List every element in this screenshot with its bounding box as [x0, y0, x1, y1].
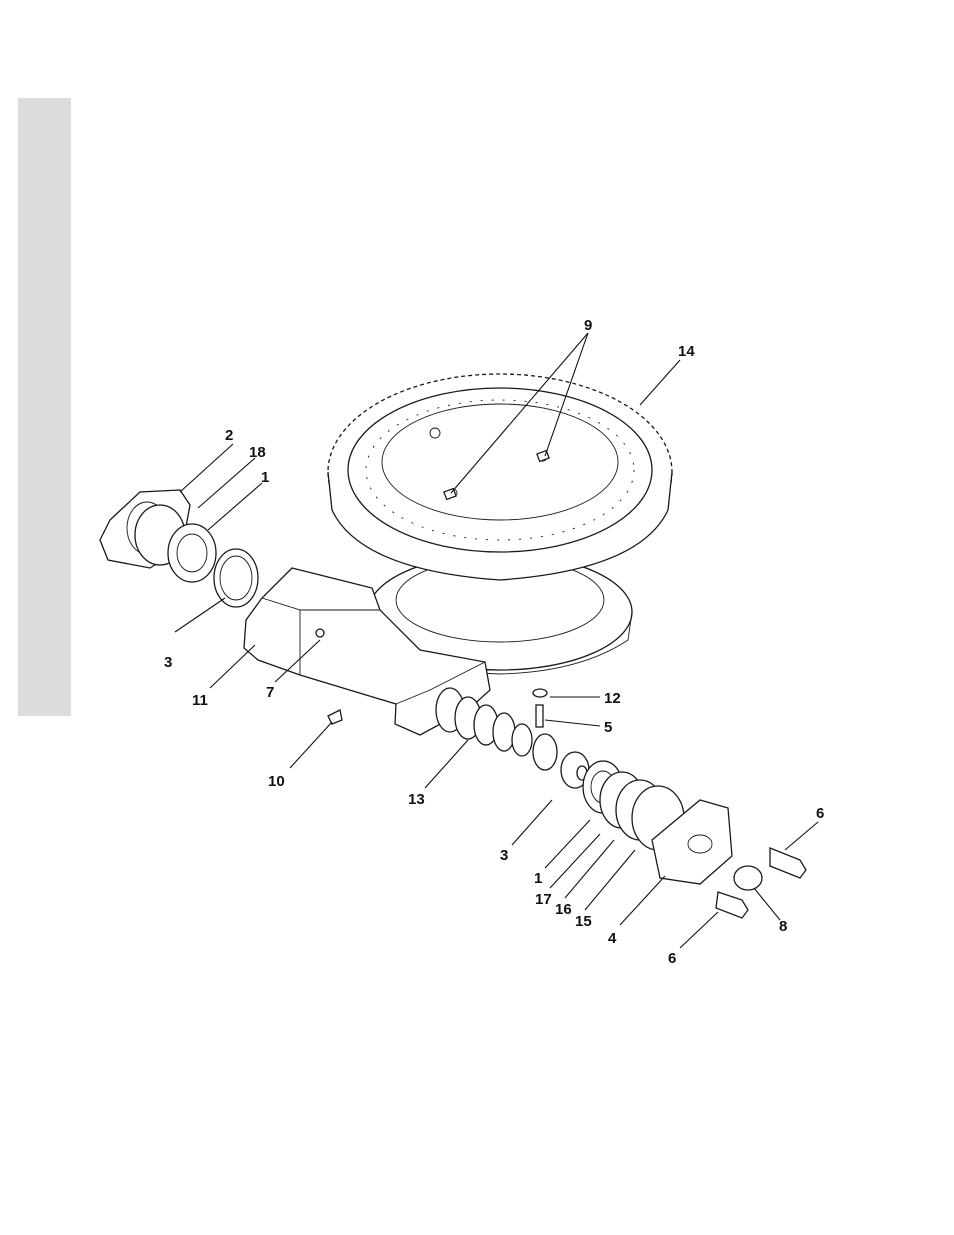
callout-13: 13: [408, 791, 425, 808]
callout-6-top: 6: [816, 805, 824, 822]
callout-8: 8: [779, 918, 787, 935]
callout-1-right: 1: [534, 870, 542, 887]
callout-15: 15: [575, 913, 592, 930]
callout-3-right: 3: [500, 847, 508, 864]
callout-17: 17: [535, 891, 552, 908]
callout-7: 7: [266, 684, 274, 701]
callout-5: 5: [604, 719, 612, 736]
callout-11: 11: [192, 692, 208, 709]
ring-gear: [328, 374, 672, 580]
callout-10: 10: [268, 773, 285, 790]
callout-6-bottom: 6: [668, 950, 676, 967]
right-bearing-stack: [583, 761, 762, 890]
callout-18: 18: [249, 444, 266, 461]
callout-1-left: 1: [261, 469, 269, 486]
callout-14: 14: [678, 343, 695, 360]
callout-12: 12: [604, 690, 621, 707]
callout-2: 2: [225, 427, 233, 444]
worm-shaft: [436, 688, 589, 788]
callout-4: 4: [608, 930, 617, 947]
callout-3-left: 3: [164, 654, 172, 671]
callout-16: 16: [555, 901, 572, 918]
callout-9: 9: [584, 317, 592, 334]
